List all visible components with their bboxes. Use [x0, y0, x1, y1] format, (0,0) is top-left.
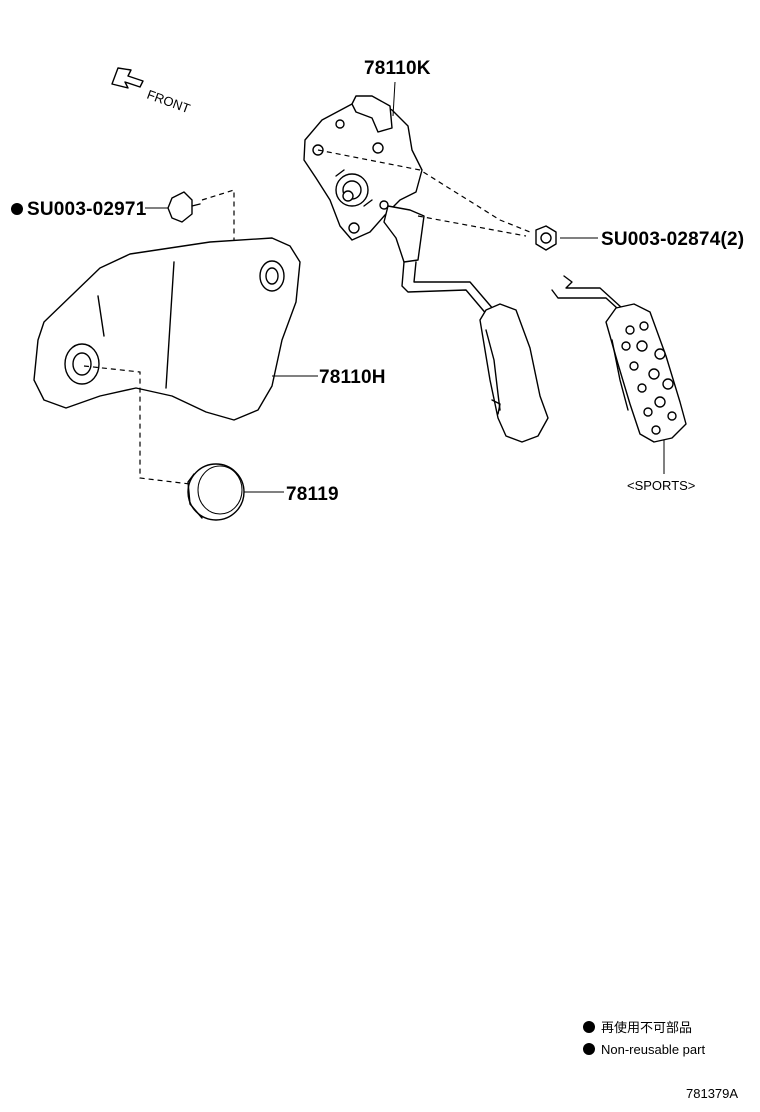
- bracket-label: 78110H: [319, 367, 386, 388]
- sensor-assy-label: 78110K: [364, 58, 431, 79]
- bracket-drawing: [33, 237, 301, 421]
- bolt-drawing: [167, 191, 201, 223]
- pedal-sensor-assy-drawing: [303, 95, 549, 443]
- bolt-label: SU003-02971: [27, 199, 147, 220]
- legend-marker-icon-en: [583, 1043, 595, 1055]
- legend-non-reusable-jp: 再使用不可部品: [601, 1020, 692, 1035]
- stopper-label: 78119: [286, 484, 339, 505]
- sports-pedal-drawing: [551, 275, 687, 443]
- front-arrow-icon: [111, 67, 144, 89]
- stopper-dash-line: [83, 365, 191, 485]
- front-label: FRONT: [145, 87, 192, 116]
- legend-marker-icon-jp: [583, 1021, 595, 1033]
- legend-non-reusable-en: Non-reusable part: [601, 1042, 705, 1057]
- non-reusable-marker-icon: [11, 203, 23, 215]
- stopper-drawing: [187, 463, 245, 521]
- sports-label: <SPORTS>: [627, 478, 695, 493]
- diagram-code: 781379A: [686, 1086, 738, 1101]
- nut-dash-line-2: [417, 215, 527, 237]
- nut-label: SU003-02874(2): [601, 229, 744, 250]
- sensor-assy-leader: [392, 81, 396, 117]
- nut-drawing: [535, 225, 557, 251]
